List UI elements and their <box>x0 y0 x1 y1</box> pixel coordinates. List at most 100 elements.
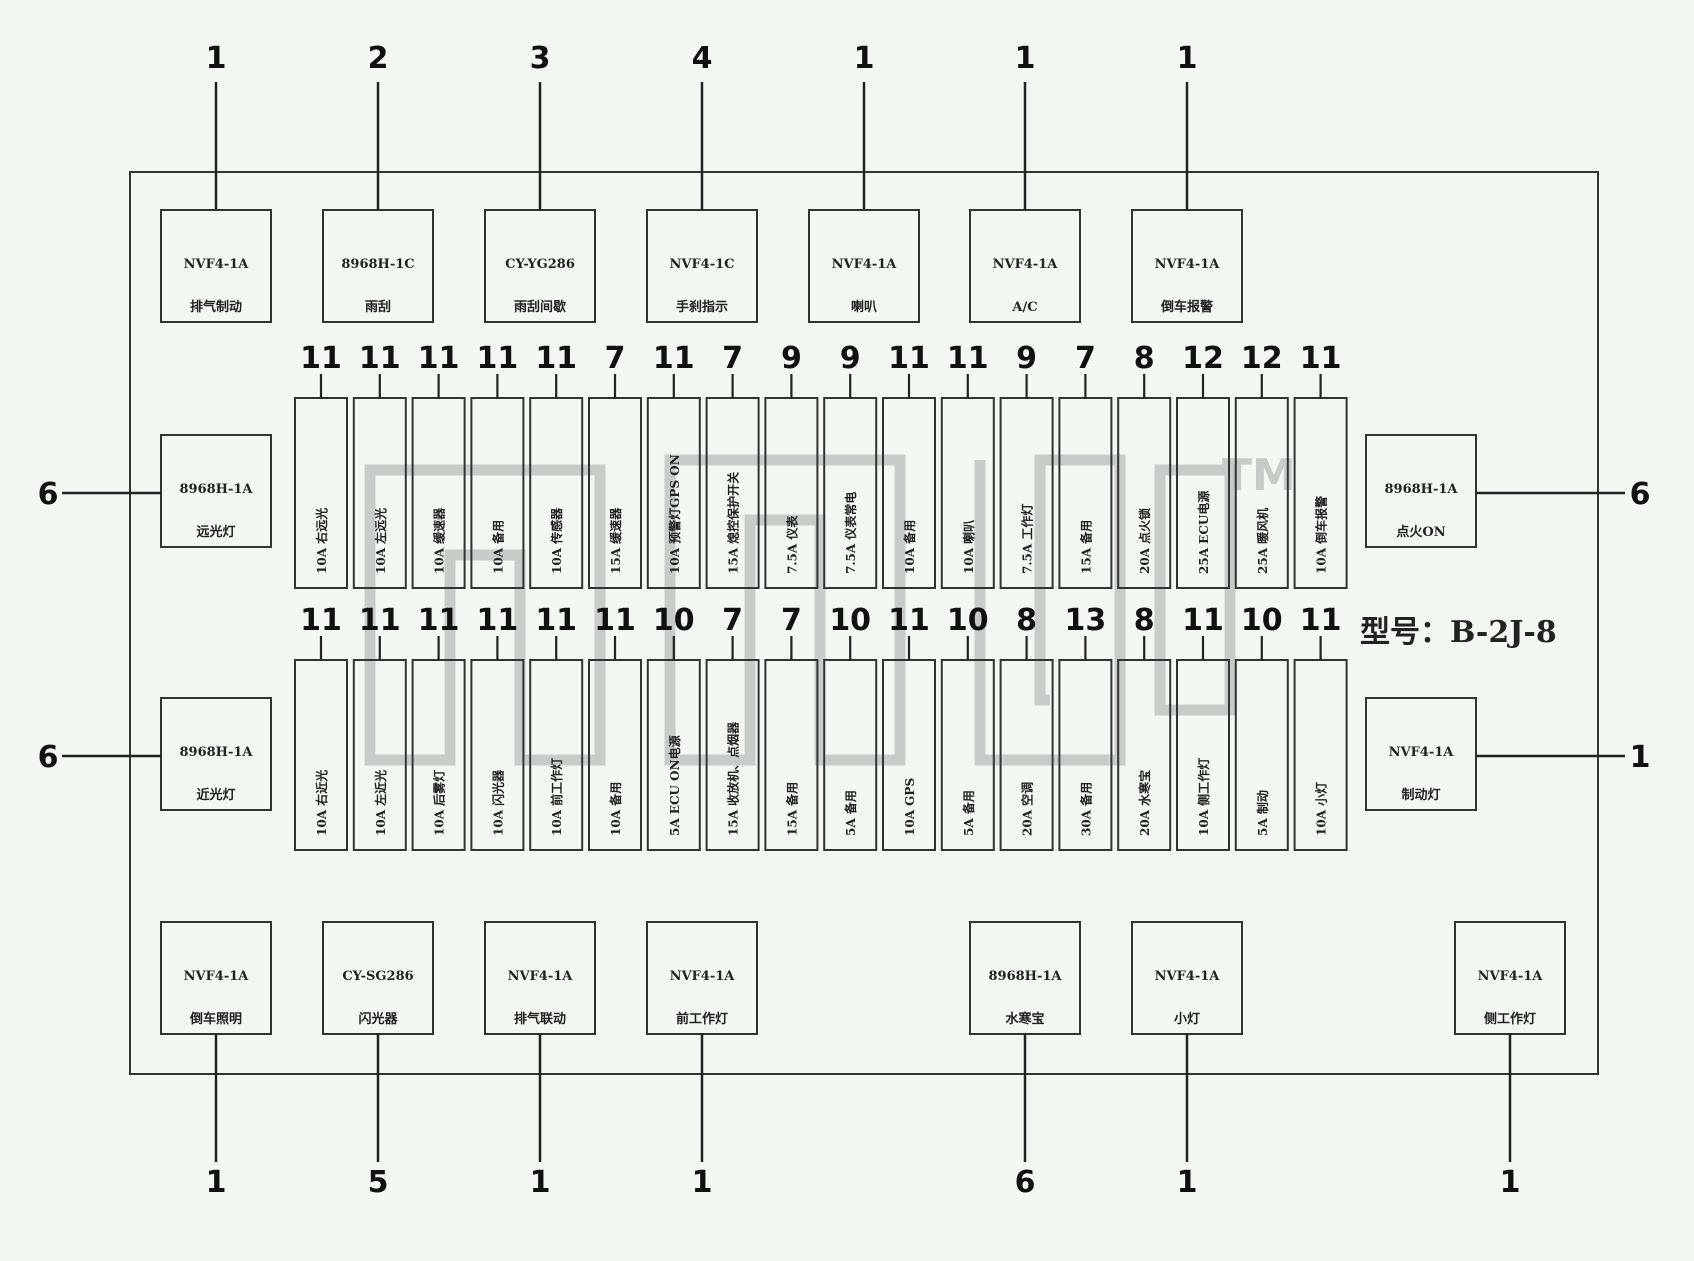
fuse-bottom-3-label: 10A 闪光器 <box>490 769 505 836</box>
fuse-top-3-num: 11 <box>477 341 519 376</box>
fuse-bottom-3-num: 11 <box>477 603 519 638</box>
fuse-bottom-15-label: 10A 侧工作灯 <box>1196 758 1211 836</box>
relay-bottom-3-part: NVF4-1A <box>670 969 736 984</box>
relay-bottom-1-func: 闪光器 <box>358 1011 398 1027</box>
relay-top-1-part: 8968H-1C <box>341 257 414 272</box>
fuse-top-15-num: 12 <box>1182 341 1224 376</box>
fuse-top-16-label: 25A 暖风机 <box>1255 508 1270 574</box>
relay-left-top-box <box>160 434 272 548</box>
relay-left-bottom-box <box>160 697 272 811</box>
relay-top-1-num: 2 <box>368 41 389 76</box>
relay-bottom-2-func: 排气联动 <box>514 1011 566 1027</box>
fuse-bottom-12-label: 20A 空调 <box>1020 782 1035 836</box>
fuse-top-5-num: 7 <box>605 341 626 376</box>
fuse-top-0-label: 10A 右远光 <box>314 508 329 574</box>
fuse-top-14-num: 8 <box>1134 341 1155 376</box>
relay-bottom-2-part: NVF4-1A <box>508 969 574 984</box>
fuse-top-6-label: 10A 预警灯GPS ON <box>667 454 682 574</box>
relay-top-4-part: NVF4-1A <box>832 257 898 272</box>
relay-top-6-num: 1 <box>1177 41 1198 76</box>
fuse-top-9-num: 9 <box>840 341 861 376</box>
relay-top-5-part: NVF4-1A <box>993 257 1059 272</box>
relay-bottom-2-num: 1 <box>530 1165 551 1200</box>
relay-top-3-func: 手刹指示 <box>676 299 728 315</box>
fuse-top-12-num: 9 <box>1016 341 1037 376</box>
relay-top-2-func: 雨刮间歇 <box>514 299 566 315</box>
fuse-top-11-num: 11 <box>947 341 989 376</box>
fuse-bottom-13-label: 30A 备用 <box>1078 782 1093 836</box>
relay-bottom-4-part: 8968H-1A <box>989 969 1063 984</box>
relay-top-5-func: A/C <box>1011 300 1037 315</box>
fuse-bottom-14-num: 8 <box>1134 603 1155 638</box>
relay-right-top-num: 6 <box>1630 477 1651 512</box>
fuse-bottom-2-num: 11 <box>418 603 460 638</box>
fuse-bottom-9-label: 5A 备用 <box>843 790 858 836</box>
fuse-top-11-label: 10A 喇叭 <box>961 520 976 574</box>
fuse-top-13-label: 15A 备用 <box>1078 520 1093 574</box>
relay-bottom-4-num: 6 <box>1015 1165 1036 1200</box>
relay-bottom-0-func: 倒车照明 <box>189 1011 242 1027</box>
relay-bottom-6-part: NVF4-1A <box>1478 969 1544 984</box>
fuse-top-7-label: 15A 熄控保护开关 <box>726 472 741 574</box>
relay-bottom-1-num: 5 <box>368 1165 389 1200</box>
relay-top-0-part: NVF4-1A <box>184 257 250 272</box>
fuse-top-13-num: 7 <box>1075 341 1096 376</box>
relay-top-4-func: 喇叭 <box>851 299 877 315</box>
relay-left-bottom-func: 近光灯 <box>196 787 235 803</box>
fuse-top-1-label: 10A 左远光 <box>373 508 388 574</box>
fuse-bottom-14-label: 20A 水寒宝 <box>1137 770 1152 836</box>
relay-top-5-num: 1 <box>1015 41 1036 76</box>
fuse-top-10-label: 10A 备用 <box>902 520 917 574</box>
fuse-top-1-num: 11 <box>359 341 401 376</box>
fuse-bottom-4-num: 11 <box>535 603 577 638</box>
relay-bottom-3-func: 前工作灯 <box>676 1011 728 1027</box>
fuse-bottom-1-num: 11 <box>359 603 401 638</box>
fuse-top-12-label: 7.5A 工作灯 <box>1020 504 1035 574</box>
fuse-bottom-0-label: 10A 右近光 <box>314 770 329 836</box>
relay-bottom-1-part: CY-SG286 <box>342 969 413 984</box>
relay-left-top-part: 8968H-1A <box>180 482 254 497</box>
relay-right-top-box <box>1365 434 1477 548</box>
relay-top-3-num: 4 <box>692 41 713 76</box>
fuse-top-17-num: 11 <box>1300 341 1342 376</box>
fuse-top-7-num: 7 <box>722 341 743 376</box>
fuse-bottom-5-label: 10A 备用 <box>608 782 623 836</box>
fuse-top-6-num: 11 <box>653 341 695 376</box>
fuse-bottom-0-num: 11 <box>300 603 342 638</box>
relay-left-top-num: 6 <box>38 477 59 512</box>
fuse-top-16-num: 12 <box>1241 341 1283 376</box>
fuse-top-14-label: 20A 点火锁 <box>1137 508 1152 574</box>
fuse-bottom-12-num: 8 <box>1016 603 1037 638</box>
fuse-bottom-8-num: 7 <box>781 603 802 638</box>
fuse-bottom-10-label: 10A GPS <box>903 778 917 836</box>
relay-bottom-0-num: 1 <box>206 1165 227 1200</box>
relay-bottom-5-func: 小灯 <box>1174 1011 1200 1027</box>
relay-bottom-5-num: 1 <box>1177 1165 1198 1200</box>
fuse-bottom-9-num: 10 <box>829 603 871 638</box>
fuse-top-0-num: 11 <box>300 341 342 376</box>
relay-left-top-func: 远光灯 <box>196 524 235 540</box>
relay-right-top-func: 点火ON <box>1396 524 1445 540</box>
model-label: 型号：B-2J-8 <box>1360 615 1557 650</box>
fuse-top-4-label: 10A 传感器 <box>549 507 564 574</box>
relay-right-bottom-box <box>1365 697 1477 811</box>
relay-bottom-3-num: 1 <box>692 1165 713 1200</box>
relay-left-bottom-part: 8968H-1A <box>180 745 254 760</box>
fuse-bottom-17-label: 10A 小灯 <box>1314 782 1329 836</box>
relay-top-0-num: 1 <box>206 41 227 76</box>
relay-bottom-0-part: NVF4-1A <box>184 969 250 984</box>
fuse-bottom-8-label: 15A 备用 <box>784 782 799 836</box>
fuse-top-8-num: 9 <box>781 341 802 376</box>
fuse-bottom-6-num: 10 <box>653 603 695 638</box>
fuse-bottom-16-num: 10 <box>1241 603 1283 638</box>
relay-top-0-func: 排气制动 <box>190 299 242 315</box>
fuse-bottom-15-num: 11 <box>1182 603 1224 638</box>
fuse-bottom-11-label: 5A 备用 <box>961 790 976 836</box>
fuse-bottom-10-num: 11 <box>888 603 930 638</box>
relay-bottom-6-num: 1 <box>1500 1165 1521 1200</box>
relay-bottom-5-part: NVF4-1A <box>1155 969 1221 984</box>
relay-top-6-func: 倒车报警 <box>1160 299 1213 315</box>
fuse-bottom-7-num: 7 <box>722 603 743 638</box>
fuse-top-15-label: 25A ECU电源 <box>1196 491 1211 574</box>
fuse-bottom-5-num: 11 <box>594 603 636 638</box>
